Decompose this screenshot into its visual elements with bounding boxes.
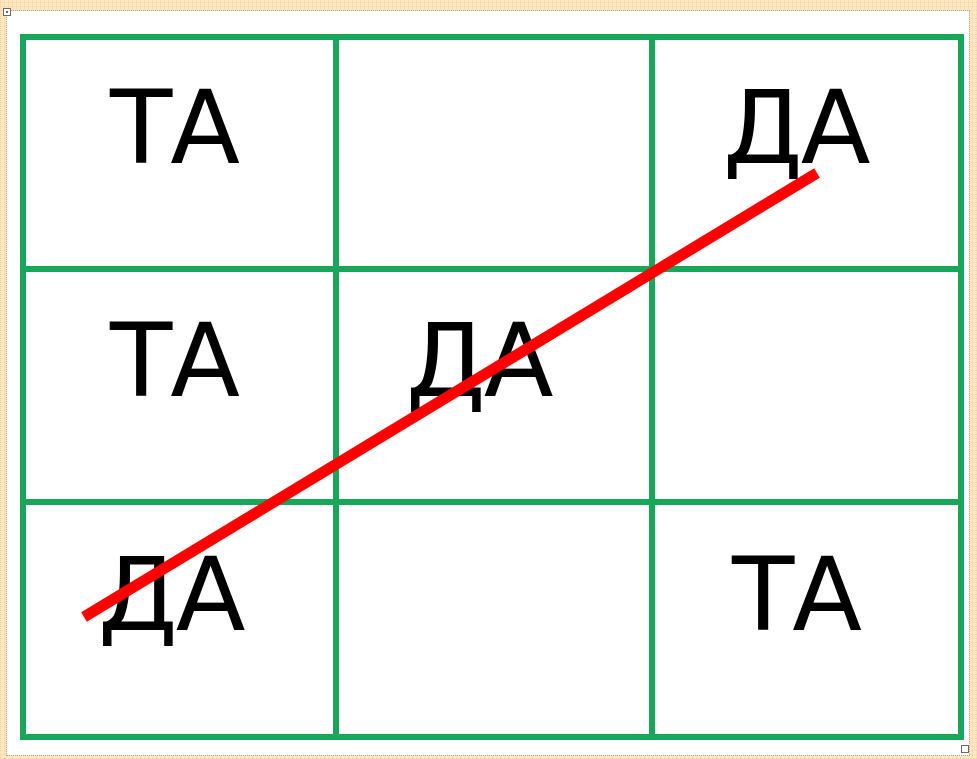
grid-cell: [655, 272, 958, 505]
cell-text: ТА: [732, 536, 862, 655]
grid-cell: [339, 40, 655, 272]
grid-cell: ДА: [26, 505, 339, 734]
grid-cell: ТА: [655, 505, 958, 734]
resize-handle-top-left[interactable]: [3, 8, 11, 16]
resize-handle-bottom-right[interactable]: [961, 745, 969, 753]
cell-text: ДА: [98, 536, 245, 655]
cell-text: ДА: [723, 69, 870, 188]
grid-cell: ДА: [339, 272, 655, 505]
grid-cell: [339, 505, 655, 734]
grid-cell: ТА: [26, 40, 339, 272]
cell-text: ТА: [110, 69, 240, 188]
grid-cell: ДА: [655, 40, 958, 272]
grid-cell: ТА: [26, 272, 339, 505]
cell-text: ДА: [406, 302, 553, 421]
cell-text: ТА: [110, 302, 240, 421]
tic-tac-toe-grid: ТА ДА ТА ДА ДА ТА: [20, 34, 964, 740]
